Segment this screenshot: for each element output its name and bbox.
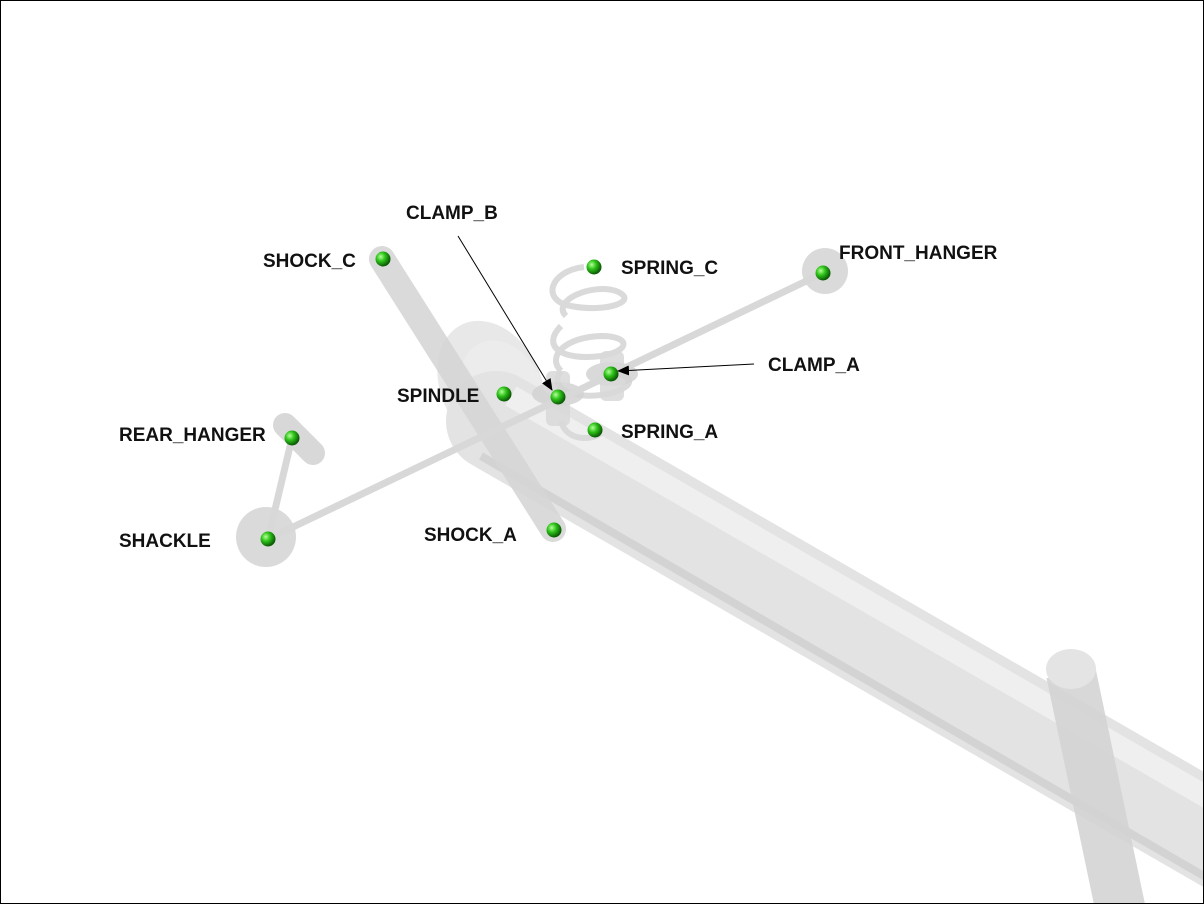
shock-absorber	[369, 246, 566, 542]
leaf-spring	[264, 269, 827, 543]
label-shock-c: SHOCK_C	[263, 251, 356, 272]
shackle-link	[264, 434, 296, 543]
label-clamp-b: CLAMP_B	[406, 203, 498, 224]
label-clamp-a: CLAMP_A	[768, 355, 860, 376]
marker-clamp-a[interactable]	[603, 366, 619, 382]
marker-shock-c[interactable]	[375, 251, 391, 267]
label-spring-c: SPRING_C	[621, 258, 718, 279]
label-shock-a: SHOCK_A	[424, 525, 517, 546]
label-shackle: SHACKLE	[119, 531, 211, 552]
marker-spindle[interactable]	[496, 386, 512, 402]
label-spindle: SPINDLE	[397, 386, 479, 407]
label-spring-a: SPRING_A	[621, 422, 718, 443]
marker-front-hanger[interactable]	[815, 265, 831, 281]
marker-spring-a[interactable]	[587, 422, 603, 438]
label-front-hanger: FRONT_HANGER	[839, 243, 998, 264]
axle-tube-highlight	[505, 386, 1203, 808]
marker-shackle[interactable]	[260, 531, 276, 547]
marker-rear-hanger[interactable]	[284, 430, 300, 446]
lower-shock-tube	[1046, 649, 1145, 903]
marker-spring-c[interactable]	[586, 259, 602, 275]
clamp-b-leader-arrow	[457, 235, 553, 391]
label-rear-hanger: REAR_HANGER	[119, 425, 266, 446]
marker-shock-a[interactable]	[546, 522, 562, 538]
clamp-a-leader-arrow	[617, 363, 755, 376]
marker-clamp-b[interactable]	[550, 389, 566, 405]
